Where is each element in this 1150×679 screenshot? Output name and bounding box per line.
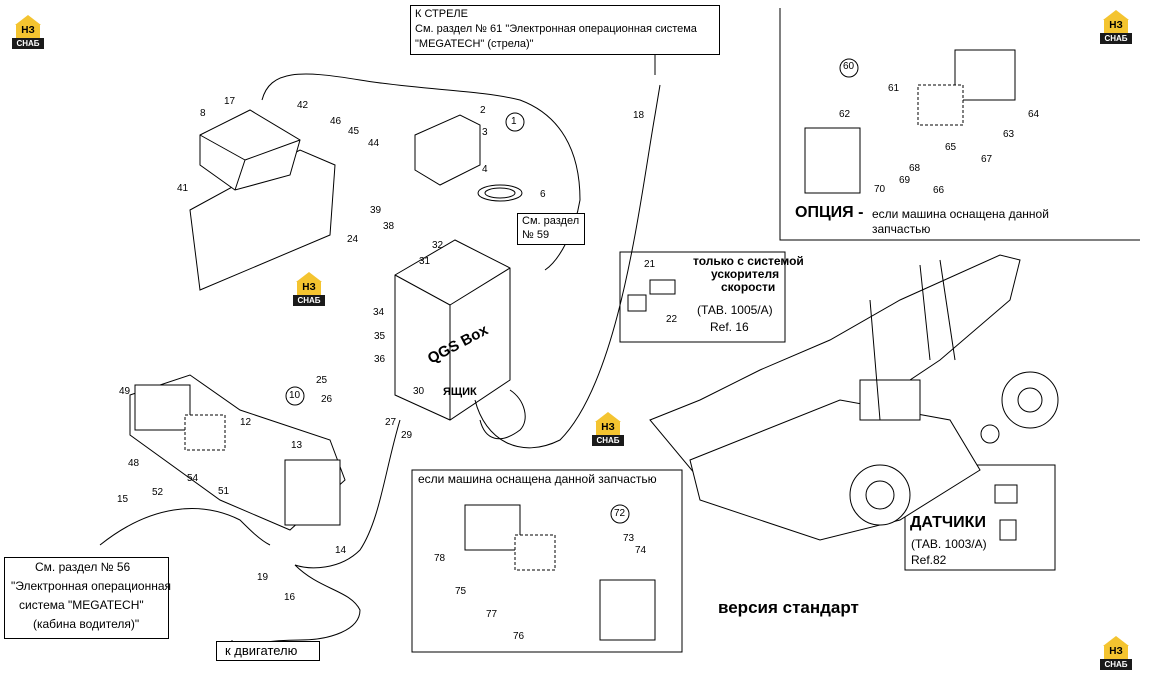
engine-reference-label: к двигателю [216, 641, 320, 661]
part-number: 13 [291, 440, 303, 451]
part-number: 4 [482, 164, 488, 175]
part-number: 67 [981, 154, 993, 165]
part-number: 72 [614, 508, 626, 519]
qgs-box-sub-label: ЯЩИК [443, 386, 477, 398]
part-number: 1 [511, 116, 517, 127]
part-number: 46 [330, 116, 342, 127]
boom-note-line1: См. раздел № 61 "Электронная операционна… [415, 23, 697, 35]
part-number: 35 [374, 331, 386, 342]
cab-note-line2: "Электронная операционная [11, 579, 172, 593]
part-number: 27 [385, 417, 397, 428]
boom-note-title: К СТРЕЛЕ [415, 8, 468, 20]
section-59-line2: № 59 [522, 229, 550, 241]
part-number: 41 [177, 183, 189, 194]
sensor-tab: (ТАВ. 1003/А) [911, 537, 987, 551]
part-number: 2 [480, 105, 486, 116]
accel-tab: (ТАВ. 1005/А) [697, 303, 773, 317]
part-number: 62 [839, 109, 851, 120]
boom-note-line2: "MEGATECH" (стрела)" [415, 38, 534, 50]
option-line2: запчастью [872, 222, 931, 236]
part-number: 21 [644, 259, 656, 270]
boom-reference-note: К СТРЕЛЕ См. раздел № 61 "Электронная оп… [410, 5, 720, 55]
part-number: 39 [370, 205, 382, 216]
part-number: 8 [200, 108, 206, 119]
part-number: 70 [874, 184, 886, 195]
engine-label-text: к двигателю [225, 643, 298, 658]
part-number: 12 [240, 417, 252, 428]
part-number: 14 [335, 545, 347, 556]
part-number: 3 [482, 127, 488, 138]
standard-version-label: версия стандарт [718, 598, 859, 617]
part-number: 26 [321, 394, 333, 405]
accel-ref: Ref. 16 [710, 320, 749, 334]
part-number: 31 [419, 256, 431, 267]
cab-note-line4: (кабина водителя)" [33, 617, 140, 631]
cab-note-line1: См. раздел № 56 [35, 560, 131, 574]
part-number: 18 [633, 110, 645, 121]
cab-reference-note: См. раздел № 56 "Электронная операционна… [4, 557, 172, 639]
part-number: 51 [218, 486, 230, 497]
section-59-line1: См. раздел [522, 215, 580, 227]
part-number: 60 [843, 61, 855, 72]
lower-option-title: если машина оснащена данной запчастью [418, 472, 657, 486]
part-number: 68 [909, 163, 921, 174]
part-number: 78 [434, 553, 446, 564]
part-number: 64 [1028, 109, 1040, 120]
part-number: 6 [540, 189, 546, 200]
section-59-reference: См. раздел № 59 [517, 213, 585, 245]
part-number: 25 [316, 375, 328, 386]
part-number: 75 [455, 586, 467, 597]
part-number: 74 [635, 545, 647, 556]
part-number: 76 [513, 631, 525, 642]
part-number: 54 [187, 473, 199, 484]
part-number: 45 [348, 126, 360, 137]
part-number: 61 [888, 83, 900, 94]
part-number: 34 [373, 307, 385, 318]
part-number: 38 [383, 221, 395, 232]
part-number: 42 [297, 100, 309, 111]
part-number: 19 [257, 572, 269, 583]
part-number: 32 [432, 240, 444, 251]
part-number: 10 [289, 390, 301, 401]
part-number: 73 [623, 533, 635, 544]
part-number: 49 [119, 386, 131, 397]
part-number: 63 [1003, 129, 1015, 140]
part-number: 24 [347, 234, 359, 245]
part-number: 69 [899, 175, 911, 186]
part-number: 66 [933, 185, 945, 196]
part-number: 77 [486, 609, 498, 620]
part-number: 44 [368, 138, 380, 149]
part-number: 22 [666, 314, 678, 325]
part-number: 52 [152, 487, 164, 498]
sensor-ref: Ref.82 [911, 553, 947, 567]
part-number: 30 [413, 386, 425, 397]
option-line1: если машина оснащена данной [872, 207, 1049, 221]
accel-line2: ускорителя [711, 267, 780, 281]
cab-note-line3: система "MEGATECH" [19, 598, 144, 612]
part-number: 36 [374, 354, 386, 365]
option-title: ОПЦИЯ - [795, 204, 864, 221]
accel-line1: только с системой [693, 254, 804, 268]
part-number: 29 [401, 430, 413, 441]
sensor-title: ДАТЧИКИ [910, 514, 986, 531]
part-number: 65 [945, 142, 957, 153]
part-number: 17 [224, 96, 236, 107]
part-number: 16 [284, 592, 296, 603]
part-number: 48 [128, 458, 140, 469]
accel-line3: скорости [721, 280, 776, 294]
part-number: 15 [117, 494, 129, 505]
